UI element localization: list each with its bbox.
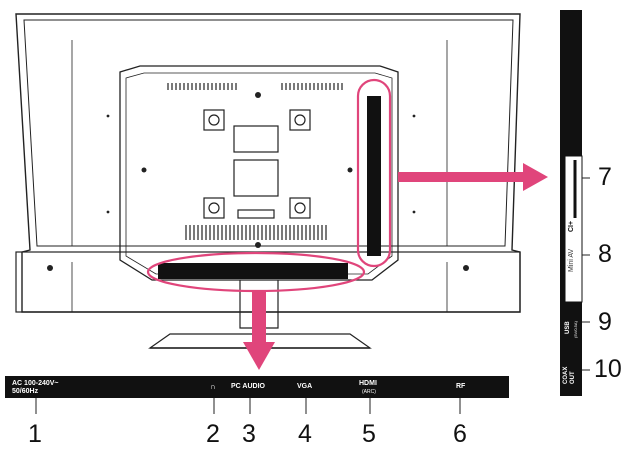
callout-number-9: 9 [598,308,612,336]
headphone-icon: ∩ [210,382,216,391]
callout-number-10: 10 [594,355,622,383]
callout-arrows [243,163,548,370]
port-label-ci: CI+ [568,220,575,232]
arrow-down [252,290,266,342]
callout-number-6: 6 [453,420,467,448]
tv-side-port-strip [367,96,381,256]
port-sublabel-usb: (5V/0.5A) [573,321,578,338]
arrow-right [398,172,523,182]
port-label-coax: COAX OUT [563,367,577,384]
port-label-ac: AC 100-240V~ 50/60Hz [12,380,59,396]
callout-number-7: 7 [598,163,612,191]
port-label-pc-audio: PC AUDIO [231,383,265,390]
coax-line-2: OUT [570,371,576,384]
callout-number-2: 2 [206,420,220,448]
screw-holes [47,92,469,271]
callout-number-5: 5 [362,420,376,448]
callout-number-8: 8 [598,240,612,268]
vent-top [167,83,343,90]
port-label-usb: USB [565,321,571,334]
vent-bottom [185,225,327,240]
callout-number-4: 4 [298,420,312,448]
port-label-mini-av: Mini AV [568,248,575,272]
callout-number-3: 3 [242,420,256,448]
port-sublabel-hdmi: (ARC) [362,389,376,395]
port-label-vga: VGA [297,383,313,390]
bottom-panel [5,376,509,414]
tv-back-housing [15,13,521,349]
highlight-markers [146,78,392,293]
vesa-mounts [203,109,311,219]
coax-line-1: COAX [563,366,569,384]
side-panel [560,10,590,396]
tv-bottom-port-strip [158,263,348,279]
port-label-hdmi: HDMI [359,380,377,387]
ac-line-2: 50/60Hz [12,388,39,395]
ac-line-1: AC 100-240V~ [12,380,59,387]
port-label-rf: RF [456,383,466,390]
callout-number-1: 1 [28,420,42,448]
